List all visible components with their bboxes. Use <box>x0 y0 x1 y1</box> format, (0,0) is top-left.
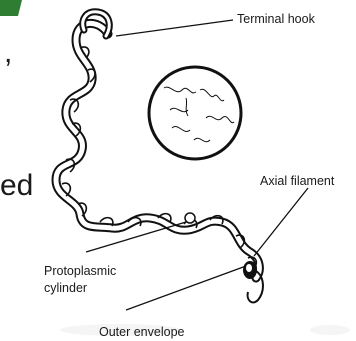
spirochete-body <box>56 12 263 303</box>
green-heading-fragment <box>0 0 22 16</box>
inset-circle <box>149 67 241 159</box>
label-protoplasmic-line2: cylinder <box>44 281 87 295</box>
cropped-text-fragments: , ed <box>0 0 33 202</box>
label-terminal-hook: Terminal hook <box>237 12 316 26</box>
pointer-outer-envelope <box>126 266 246 310</box>
body-inner <box>56 23 259 278</box>
pointer-lines <box>86 20 308 310</box>
pointer-terminal-hook <box>116 20 233 36</box>
protoplasmic-bulge <box>185 213 195 223</box>
label-outer-envelope: Outer envelope <box>99 325 185 339</box>
label-protoplasmic-line1: Protoplasmic <box>44 264 116 278</box>
cropped-word-ending: ed <box>0 169 33 202</box>
label-axial-filament: Axial filament <box>260 174 335 188</box>
cropped-comma: , <box>4 36 12 69</box>
magnified-inset <box>149 67 241 159</box>
pointer-axial-filament <box>254 188 308 256</box>
